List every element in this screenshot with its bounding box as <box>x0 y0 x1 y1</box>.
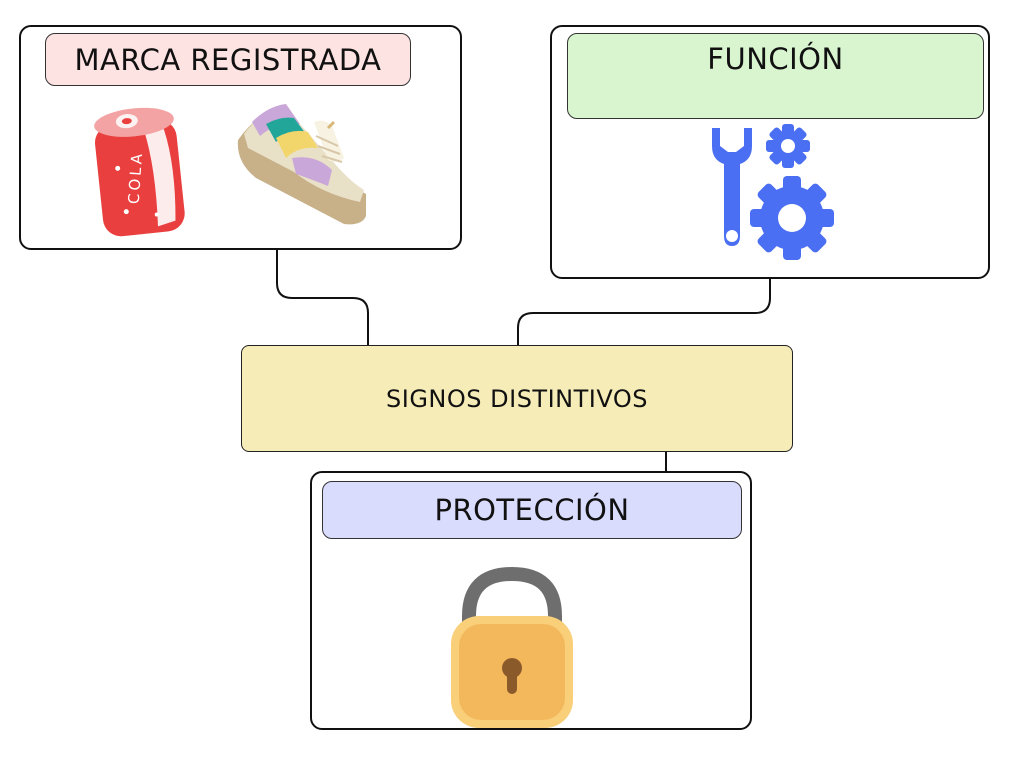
soda-can-text: COLA <box>125 150 147 204</box>
soda-can-image: COLA <box>94 107 185 237</box>
sneaker-image <box>237 104 366 225</box>
funcion-label: FUNCIÓN <box>567 33 984 119</box>
lock-icon <box>451 566 573 728</box>
connector-marca <box>276 249 369 345</box>
signos-distintivos-label: SIGNOS DISTINTIVOS <box>386 384 648 413</box>
signos-distintivos-box: SIGNOS DISTINTIVOS <box>241 345 793 452</box>
tools-icon <box>712 124 834 260</box>
marca-registrada-label: MARCA REGISTRADA <box>45 33 411 86</box>
proteccion-label: PROTECCIÓN <box>322 481 742 539</box>
connector-funcion <box>517 278 771 345</box>
